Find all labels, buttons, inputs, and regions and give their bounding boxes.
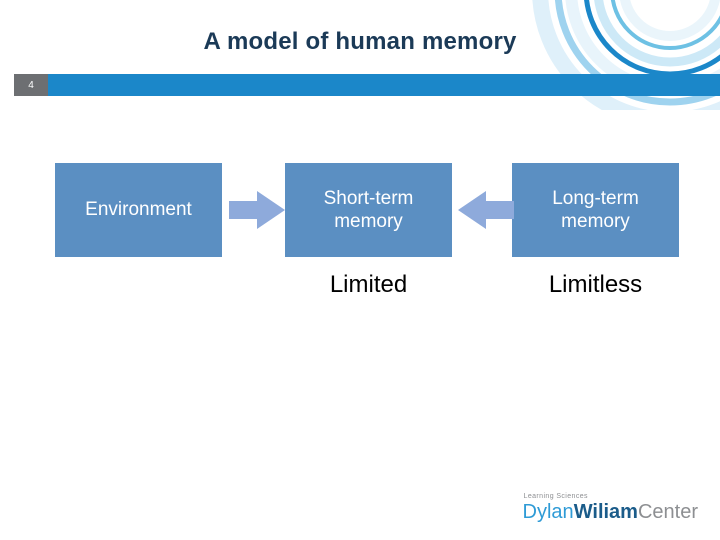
diagram-box-short-term-memory-label: Short-term memory [324,187,414,233]
logo-word-dylan: Dylan [522,501,574,523]
header-accent-bar [48,74,720,96]
caption-stm-capacity: Limited [329,271,408,298]
logo-word-wiliam: Wiliam [573,501,638,523]
arrow-left-icon [458,191,514,229]
ltm-label-line1: Long-term [552,187,639,209]
ltm-label-line2: memory [561,211,630,232]
slide-number-badge: 4 [14,74,48,96]
logo: Learning Sciences DylanWiliamCenter [523,493,698,522]
stm-label-line1: Short-term [323,187,414,209]
diagram-box-long-term-memory-label: Long-term memory [552,187,639,233]
diagram-box-long-term-memory: Long-term memory [512,163,679,257]
logo-word-center: Center [637,501,698,523]
arrow-right-icon [229,191,285,229]
diagram-box-short-term-memory: Short-term memory [285,163,452,257]
diagram-box-environment: Environment [55,163,222,257]
logo-tagline: Learning Sciences [523,493,588,500]
logo-wordmark: DylanWiliamCenter [523,502,698,522]
caption-ltm-capacity: Limitless [548,271,643,298]
diagram-box-environment-label: Environment [85,199,192,221]
page-title: A model of human memory [203,28,517,55]
stm-label-line2: memory [334,211,403,232]
